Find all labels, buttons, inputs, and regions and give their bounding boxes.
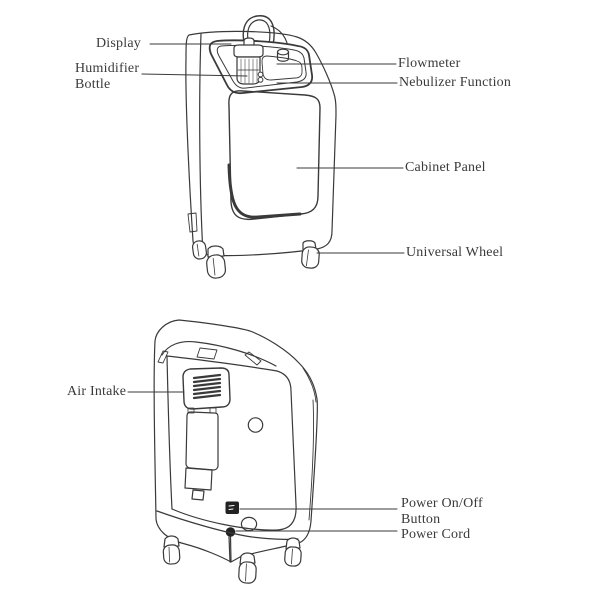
back-view-illustration	[153, 319, 318, 584]
humidifier-bottle-art	[233, 37, 264, 85]
front-wheels-art	[191, 240, 320, 279]
power-cord-art	[225, 527, 236, 562]
label-flowmeter: Flowmeter	[398, 56, 461, 71]
air-intake-art	[182, 367, 231, 414]
back-wheels-art	[162, 535, 302, 584]
front-view-illustration	[185, 15, 337, 279]
leader-lines	[127, 43, 405, 532]
label-nebulizer-function: Nebulizer Function	[399, 75, 512, 90]
label-power-cord: Power Cord	[401, 527, 471, 542]
leader-humidifier-bottle	[141, 73, 248, 77]
label-display: Display	[96, 36, 141, 51]
power-switch-art	[225, 501, 239, 514]
nebulizer-buttons-art	[257, 71, 264, 83]
label-air-intake: Air Intake	[67, 384, 127, 399]
label-humidifier-bottle: Humidifier Bottle	[75, 61, 140, 92]
label-universal-wheel: Universal Wheel	[406, 245, 504, 260]
flowmeter-art	[276, 48, 290, 62]
label-cabinet-panel: Cabinet Panel	[405, 160, 486, 175]
label-power-on-off-button: Power On/Off Button	[401, 496, 483, 527]
